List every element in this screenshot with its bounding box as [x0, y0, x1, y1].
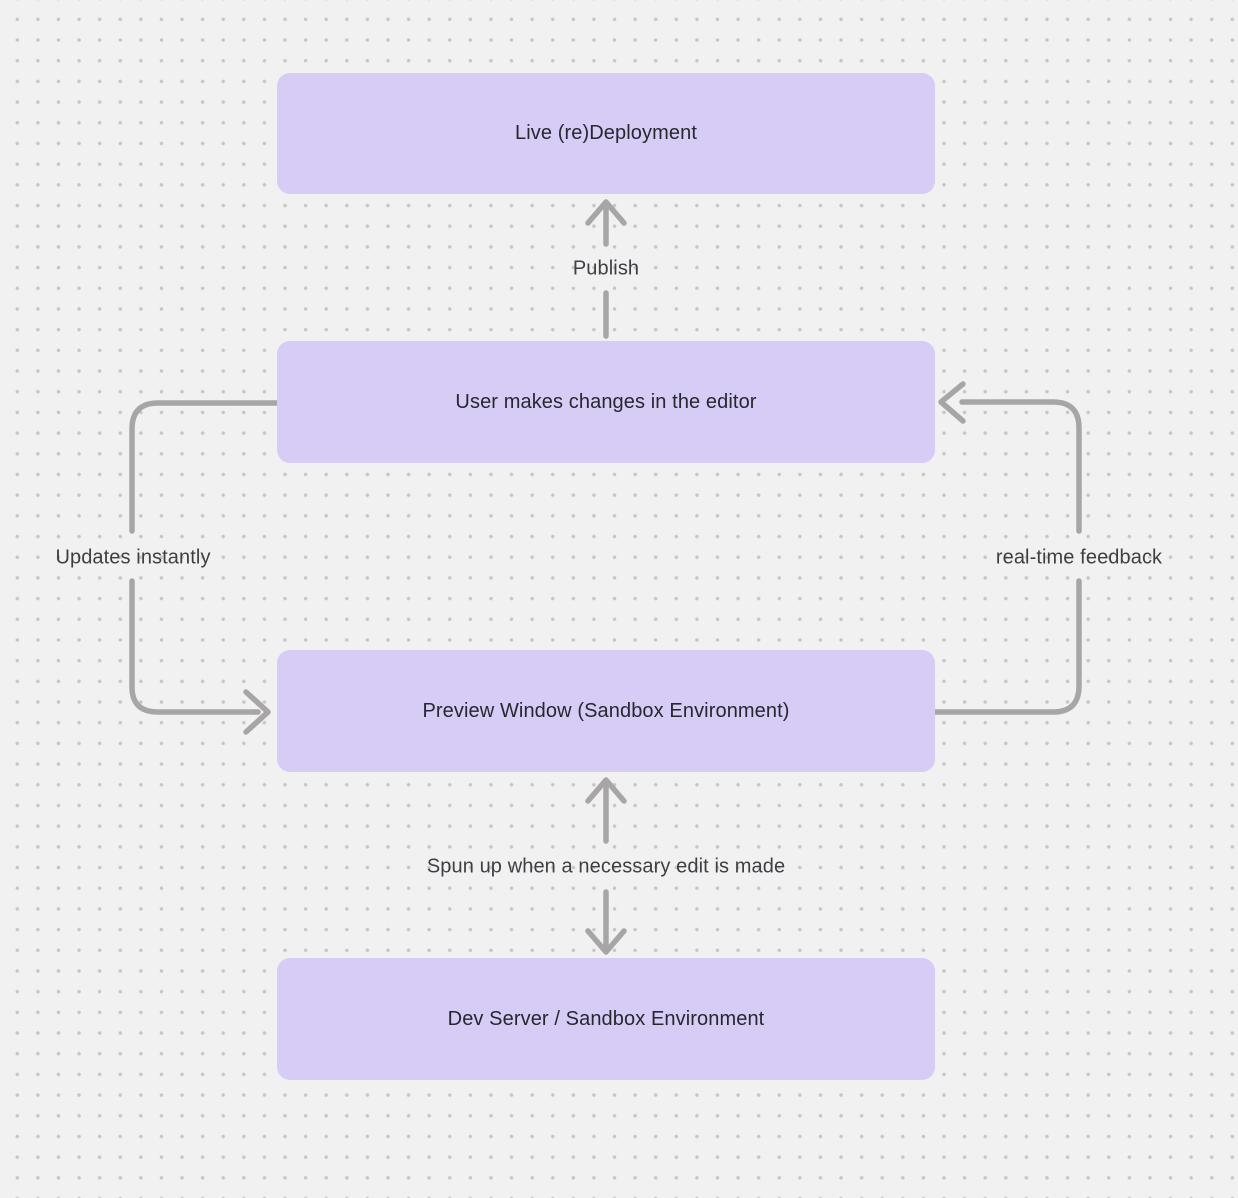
node-label: Dev Server / Sandbox Environment: [447, 1007, 765, 1030]
edge-feedback-arrowhead-left-icon: [938, 381, 966, 424]
edge-label-spun-up: Spun up when a necessary edit is made: [426, 855, 786, 878]
node-live-deployment[interactable]: Live (re)Deployment: [277, 73, 935, 194]
edge-updates-line-lower: [129, 578, 261, 715]
edge-label-realtime-feedback: real-time feedback: [995, 546, 1163, 569]
node-dev-server[interactable]: Dev Server / Sandbox Environment: [277, 958, 935, 1080]
edge-publish-arrowhead-up-icon: [585, 199, 627, 226]
edge-feedback-line-upper: [959, 399, 1082, 534]
node-label: Preview Window (Sandbox Environment): [422, 699, 790, 722]
edge-updates-line-upper: [129, 400, 280, 534]
node-label: User makes changes in the editor: [455, 390, 757, 413]
node-preview-window[interactable]: Preview Window (Sandbox Environment): [277, 650, 935, 772]
edge-label-updates-instantly: Updates instantly: [55, 546, 211, 569]
edge-spun-up-arrowhead-down-icon: [585, 928, 627, 955]
edge-feedback-line-lower: [932, 578, 1082, 715]
node-label: Live (re)Deployment: [515, 122, 697, 144]
edge-spun-up-arrowhead-up-icon: [585, 777, 627, 804]
node-user-edits[interactable]: User makes changes in the editor: [277, 341, 935, 463]
edge-label-publish: Publish: [572, 257, 640, 280]
edge-updates-arrowhead-right-icon: [243, 689, 271, 735]
